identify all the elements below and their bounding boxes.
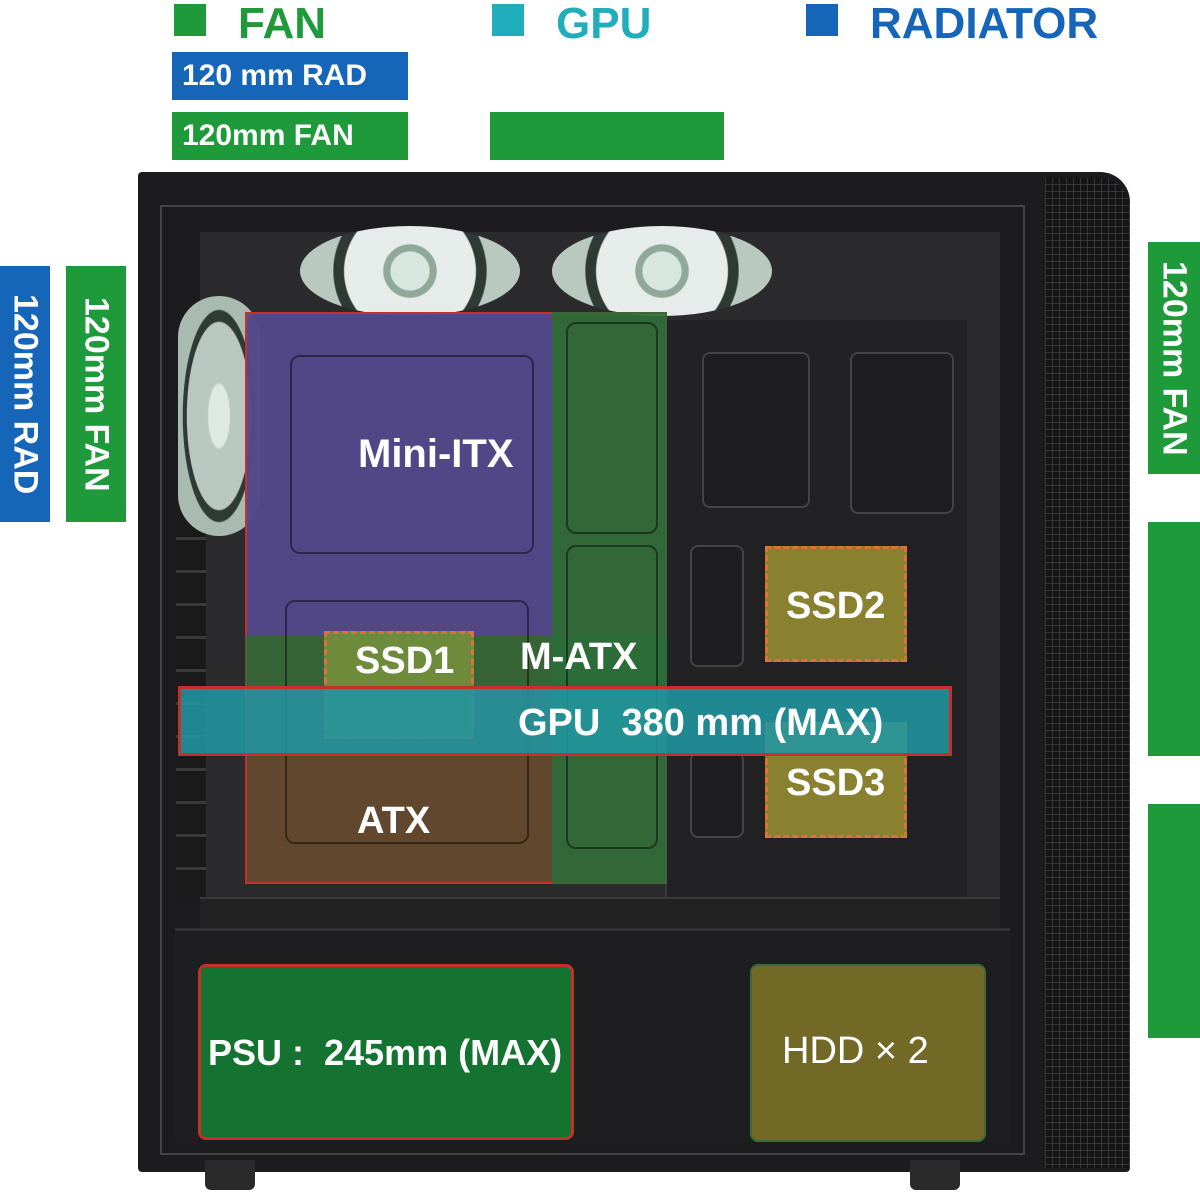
case-floor [200, 897, 1000, 929]
mini-itx-label: Mini-ITX [358, 432, 514, 476]
right-fan-tag: 120mm FAN [1148, 242, 1200, 474]
gpu-zone [178, 686, 952, 756]
hdd-label: HDD × 2 [782, 1030, 929, 1072]
fan-legend-label: FAN [238, 0, 326, 48]
left-rad-label: 120mm RAD [6, 293, 45, 495]
ssd2-label: SSD2 [786, 585, 886, 627]
right-fan-label: 120mm FAN [1155, 260, 1194, 456]
m-atx-zone [552, 312, 667, 884]
cable-cutout-2 [850, 352, 954, 514]
cable-cutout-4 [690, 752, 744, 838]
gpu-legend-label: GPU [556, 0, 652, 48]
left-fan-tag: 120mm FAN [66, 266, 126, 522]
ssd3-label: SSD3 [786, 762, 886, 804]
gpu-legend-swatch [492, 4, 524, 36]
psu-zone [198, 964, 574, 1140]
top-fan-tag-2 [490, 112, 724, 160]
front-mesh-panel [1045, 178, 1130, 1168]
case-foot-right [910, 1160, 960, 1190]
radiator-legend-swatch [806, 4, 838, 36]
top-rad-tag: 120 mm RAD [172, 52, 408, 100]
ssd1-label: SSD1 [355, 640, 455, 682]
fan-icon [300, 226, 520, 316]
mini-itx-zone [247, 314, 552, 636]
board-slot-1 [290, 355, 534, 554]
psu-label: PSU : 245mm (MAX) [208, 1032, 563, 1073]
fan-icon [552, 226, 772, 316]
m-atx-label: M-ATX [520, 636, 638, 678]
ssd2-zone [765, 546, 907, 662]
right-fan-tag-3 [1148, 804, 1200, 1038]
left-rad-tag: 120mm RAD [0, 266, 50, 522]
cable-cutout-3 [690, 545, 744, 667]
board-slot-2 [566, 322, 658, 534]
radiator-legend-label: RADIATOR [870, 0, 1099, 48]
case-foot-left [205, 1160, 255, 1190]
gpu-label: GPU 380 mm (MAX) [518, 702, 884, 744]
top-fan-tag: 120mm FAN [172, 112, 408, 160]
left-fan-label: 120mm FAN [77, 296, 116, 492]
hdd-zone [750, 964, 986, 1142]
fan-legend-swatch [174, 4, 206, 36]
atx-label: ATX [357, 800, 431, 842]
cable-cutout-1 [702, 352, 810, 508]
right-fan-tag-2 [1148, 522, 1200, 756]
